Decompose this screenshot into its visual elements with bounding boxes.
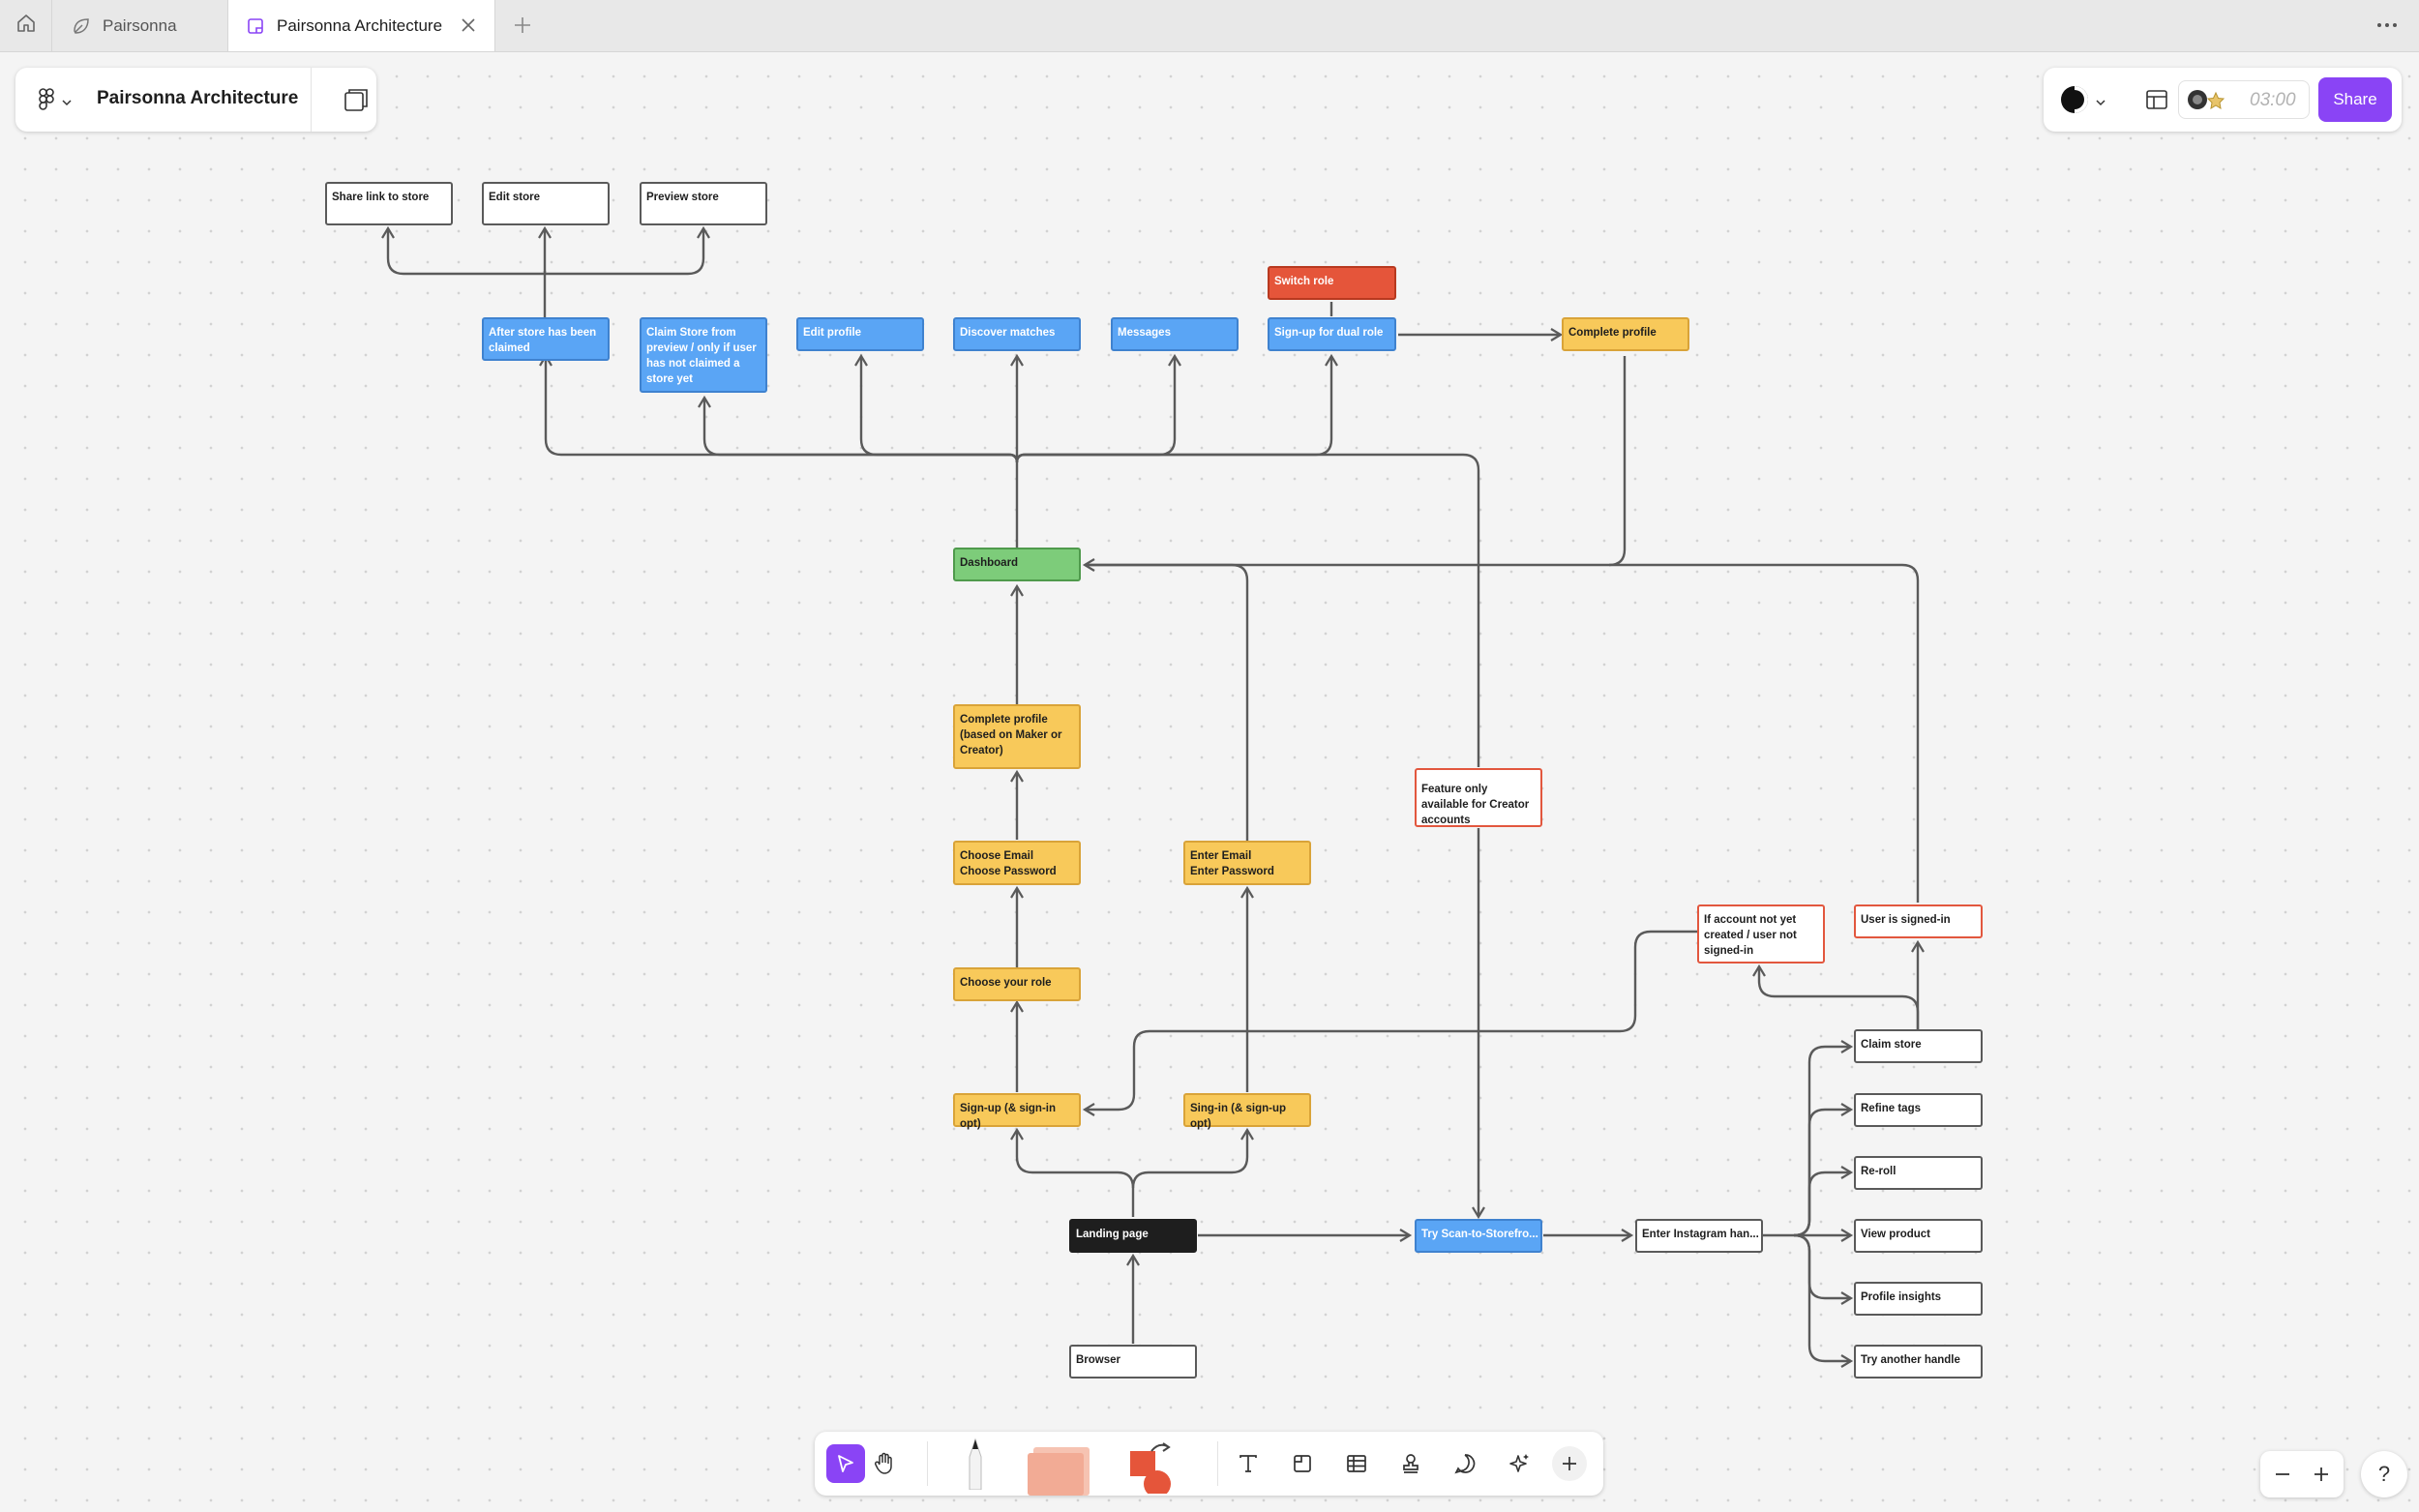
node-user-signed-in[interactable]: User is signed-in [1854, 904, 1983, 938]
node-dashboard[interactable]: Dashboard [953, 548, 1081, 581]
file-header-panel: Pairsonna Architecture [15, 68, 376, 132]
node-complete-profile[interactable]: Complete profile [1562, 317, 1689, 351]
connector [1609, 563, 1920, 903]
figma-logo-icon [37, 87, 56, 117]
connector [1085, 563, 1249, 842]
connector [1082, 930, 1697, 1116]
divider [1217, 1441, 1218, 1486]
plus-icon[interactable] [511, 14, 534, 42]
layout-icon[interactable] [2144, 87, 2169, 117]
node-try-scan-to-storefront[interactable]: Try Scan-to-Storefro... [1415, 1219, 1542, 1253]
comment-icon[interactable] [1446, 1444, 1484, 1483]
contrast-icon [2059, 84, 2090, 120]
home-tab[interactable] [0, 0, 52, 51]
connector [1752, 964, 1920, 1029]
sticky-note-icon[interactable] [1024, 1441, 1093, 1496]
node-feature-creator-only[interactable]: Feature only available for Creator accou… [1415, 768, 1542, 827]
close-tab-icon[interactable] [460, 16, 477, 39]
divider [927, 1441, 928, 1486]
node-claim-store[interactable]: Claim store [1854, 1029, 1983, 1063]
node-messages[interactable]: Messages [1111, 317, 1239, 351]
node-refine-tags[interactable]: Refine tags [1854, 1093, 1983, 1127]
shape-icon[interactable] [1124, 1439, 1173, 1494]
hand-icon[interactable] [865, 1444, 904, 1483]
node-share-link-to-store[interactable]: Share link to store [325, 182, 453, 225]
node-edit-store[interactable]: Edit store [482, 182, 610, 225]
divider [311, 68, 312, 132]
node-sign-in-sign-up-opt[interactable]: Sing-in (& sign-up opt) [1183, 1093, 1311, 1130]
node-sign-up-dual-role[interactable]: Sign-up for dual role [1268, 317, 1396, 351]
file-title[interactable]: Pairsonna Architecture [97, 88, 299, 108]
connector [1793, 1040, 1854, 1237]
node-sign-up-sign-in-opt[interactable]: Sign-up (& sign-in opt) [953, 1093, 1081, 1130]
main-menu-button[interactable] [37, 87, 72, 117]
tab-label: Pairsonna [103, 15, 177, 35]
connector [1010, 1127, 1135, 1189]
table-icon[interactable] [1337, 1444, 1376, 1483]
connector [1082, 356, 1627, 572]
connector [854, 353, 1019, 463]
theme-toggle[interactable] [2059, 84, 2105, 120]
node-landing-page[interactable]: Landing page [1069, 1219, 1197, 1253]
tab-label: Pairsonna Architecture [277, 15, 443, 35]
connector [1793, 1233, 1854, 1368]
figjam-file-icon [246, 16, 265, 36]
text-icon[interactable] [1229, 1444, 1268, 1483]
node-edit-profile[interactable]: Edit profile [796, 317, 924, 351]
figjam-canvas[interactable] [0, 51, 2419, 1512]
tab-pairsonna[interactable]: Pairsonna [52, 0, 228, 51]
timer[interactable]: 03:00 [2178, 80, 2310, 119]
timer-value: 03:00 [2250, 90, 2296, 110]
bottom-toolbar [815, 1432, 1603, 1496]
node-try-another-handle[interactable]: Try another handle [1854, 1345, 1983, 1379]
node-complete-profile-maker-creator[interactable]: Complete profile (based on Maker or Crea… [953, 704, 1081, 769]
connector [381, 225, 545, 276]
help-button[interactable]: ? [2361, 1451, 2407, 1497]
connector [1793, 1233, 1854, 1305]
node-switch-role[interactable]: Switch role [1268, 266, 1396, 300]
node-re-roll[interactable]: Re-roll [1854, 1156, 1983, 1190]
node-after-store-claimed[interactable]: After store has been claimed [482, 317, 610, 361]
cursor-icon[interactable] [826, 1444, 865, 1483]
chevron-down-icon [62, 94, 72, 111]
node-enter-email-password[interactable]: Enter Email Enter Password [1183, 841, 1311, 885]
node-discover-matches[interactable]: Discover matches [953, 317, 1081, 351]
actions-panel: 03:00 Share [2044, 68, 2402, 132]
tab-bar: Pairsonna Pairsonna Architecture [0, 0, 2419, 52]
node-view-product[interactable]: View product [1854, 1219, 1983, 1253]
figjam-leaf-icon [72, 16, 91, 36]
avatar [2187, 89, 2208, 115]
connector [1015, 353, 1181, 463]
section-icon[interactable] [1283, 1444, 1322, 1483]
tab-pairsonna-architecture[interactable]: Pairsonna Architecture [228, 0, 495, 51]
node-browser[interactable]: Browser [1069, 1345, 1197, 1379]
node-enter-instagram-handle[interactable]: Enter Instagram han... [1635, 1219, 1763, 1253]
connector [1793, 1166, 1854, 1237]
connector [539, 353, 1019, 463]
marker-icon[interactable] [956, 1436, 995, 1490]
node-choose-your-role[interactable]: Choose your role [953, 967, 1081, 1001]
node-choose-email-password[interactable]: Choose Email Choose Password [953, 841, 1081, 885]
zoom-controls [2260, 1451, 2344, 1497]
zoom-in-icon[interactable] [2302, 1455, 2341, 1494]
more-horizontal-icon[interactable] [2374, 14, 2400, 42]
share-button[interactable]: Share [2318, 77, 2392, 122]
node-profile-insights[interactable]: Profile insights [1854, 1282, 1983, 1316]
node-claim-store-from-preview[interactable]: Claim Store from preview / only if user … [640, 317, 767, 393]
emoji-avatar [2206, 91, 2225, 115]
home-icon [15, 13, 37, 39]
node-if-account-not-created[interactable]: If account not yet created / user not si… [1697, 904, 1825, 964]
connector [545, 225, 710, 276]
more-tools-plus-icon[interactable] [1552, 1446, 1587, 1481]
pages-icon[interactable] [342, 85, 371, 119]
stamp-icon[interactable] [1391, 1444, 1430, 1483]
ai-sparkle-icon[interactable] [1500, 1444, 1538, 1483]
zoom-out-icon[interactable] [2263, 1455, 2302, 1494]
node-preview-store[interactable]: Preview store [640, 182, 767, 225]
connector [1015, 453, 1480, 767]
connector [1131, 1127, 1254, 1189]
chevron-down-icon [2096, 94, 2105, 111]
